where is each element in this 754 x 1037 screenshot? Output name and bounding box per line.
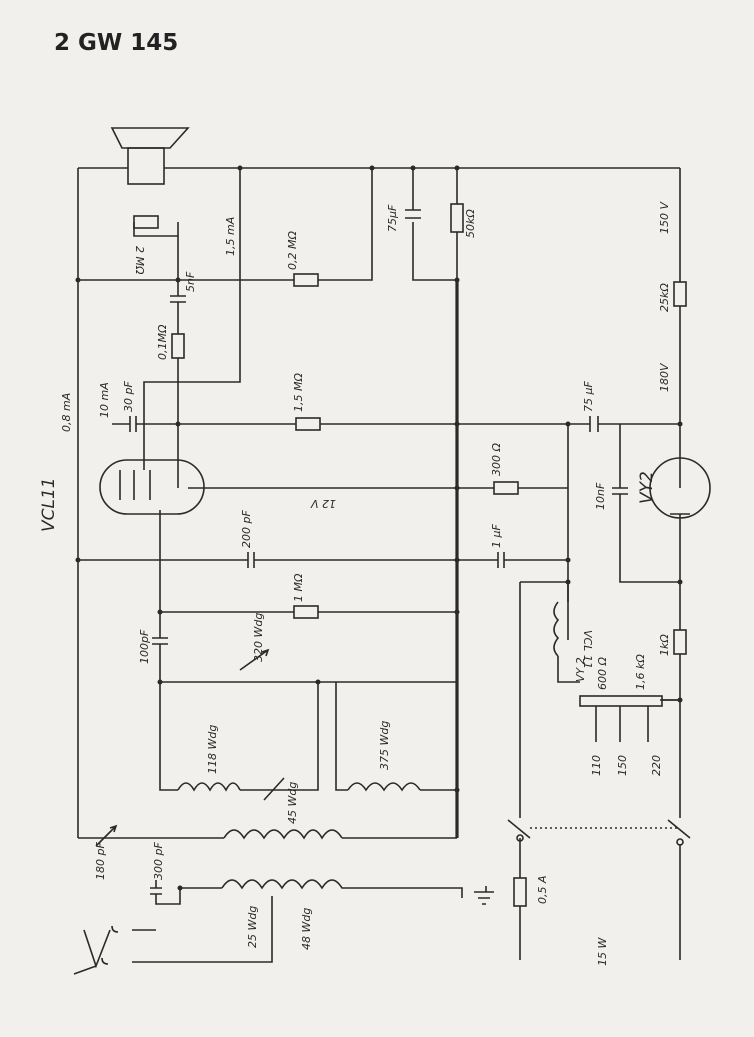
page-title: 2 GW 145 [54,30,179,56]
ground-icon [474,886,494,905]
label-power: 15 W [596,937,609,966]
label-r-300ohm: 300 Ω [490,443,503,476]
label-r-15mohm: 1,5 MΩ [292,373,305,412]
label-l-48: 48 Wdg [300,908,313,950]
capacitor-100pf [152,612,457,683]
label-l-375: 375 Wdg [378,721,391,770]
label-l-25: 25 Wdg [246,906,259,948]
antenna-icon [73,929,111,975]
capacitor-75uf-mid [589,416,599,432]
antenna-terminals [101,896,273,965]
resistor-01mohm [171,333,185,359]
label-l-118: 118 Wdg [206,725,219,774]
resistor-1mohm [293,605,319,619]
label-c-5nf: 5nF [184,271,197,292]
label-tap-110: 110 [590,755,603,776]
label-i-15ma: 1,5 mA [224,217,237,256]
label-i-10ma: 10 mA [98,382,111,418]
mains-switch-left[interactable] [507,819,531,839]
loudspeaker-icon [110,127,190,185]
label-fuse: 0,5 A [536,875,549,904]
label-r-1kohm: 1kΩ [658,634,671,656]
coil-375 [347,782,421,792]
junction-dots [75,165,683,891]
label-l-vy2: VY 2 [574,657,587,682]
variable-cap-180 [95,824,118,847]
voltage-selector-resistor [579,695,663,707]
label-vy2: VY2 [637,471,657,504]
label-l-320: 320 Wdg [252,613,265,662]
filament-choke [553,601,560,657]
label-l-45: 45 Wdg [286,782,299,824]
coil-45 [223,829,343,840]
label-c-10nf: 10nF [594,482,607,510]
resistor-1kohm [673,629,687,655]
label-r-01mohm: 0,1MΩ [156,324,169,360]
label-r-16kohm: 1,6 kΩ [634,654,647,690]
label-tap-220: 220 [650,755,663,776]
capacitor-75uf-top [405,168,421,219]
label-r-600ohm: 600 Ω [596,657,609,690]
label-c-180pf: 180 pF [94,842,107,880]
vcl11-tube [99,459,205,515]
resistor-300ohm [493,481,519,495]
label-r-25kohm: 25kΩ [658,283,671,312]
resistor-50k [450,203,464,233]
resistor-2mohm [133,215,159,229]
label-r-1mohm: 1 MΩ [292,573,305,602]
voltage-taps [595,706,649,742]
label-c-200pf: 200 pF [240,510,253,548]
mains-switch-right[interactable] [667,780,691,960]
fuse [513,877,527,907]
label-tap-150: 150 [616,755,629,776]
label-c-300pf: 300 pF [152,842,165,880]
resistor-02mohm [293,273,319,287]
label-i-08ma: 0,8 mA [60,393,73,432]
label-vcl11: VCL11 [39,477,59,532]
coil-118 [177,782,241,792]
label-r-50kohm: 50kΩ [464,209,477,238]
label-c-75uf-top: 75μF [386,204,399,232]
label-v-180: 180V [658,362,671,392]
resistor-15mohm [295,417,321,431]
variable-cap-320 [239,648,270,671]
label-c-100pf: 100pF [138,629,151,664]
label-v-12: 12 V [310,497,336,510]
label-l-vcl11: VCL 11 [581,630,594,669]
label-c-30pf: 30 pF [122,381,135,412]
label-r-2mohm: 2 MΩ [133,246,146,275]
label-v-150: 150 V [658,201,671,234]
resistor-25k [673,281,687,307]
label-r-02mohm: 0,2 MΩ [286,231,299,270]
label-c-75uf-mid: 75 μF [582,381,595,412]
label-c-1uf: 1 μF [490,524,503,548]
